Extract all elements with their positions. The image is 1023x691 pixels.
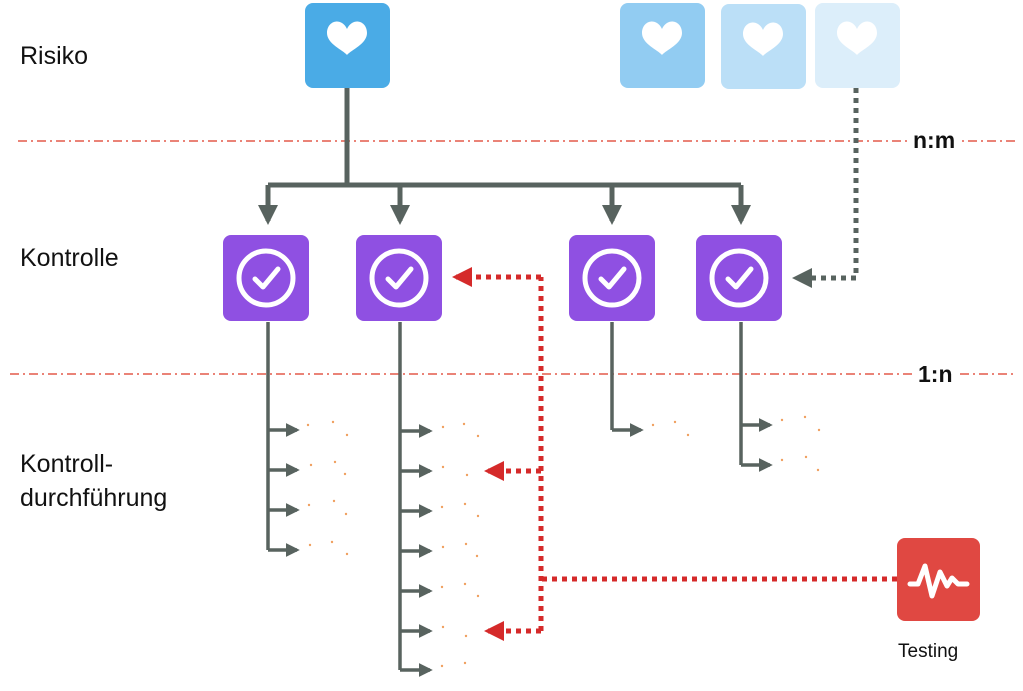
connector-faded-risk-control xyxy=(792,88,859,288)
risk-control-connectors xyxy=(258,88,751,225)
testing-connectors xyxy=(452,267,897,641)
risk-box-faded xyxy=(721,4,806,89)
execution-level-label-line1: Kontroll- xyxy=(20,450,114,478)
control-box xyxy=(696,235,782,321)
relation-control-execution-label: 1:n xyxy=(914,361,957,388)
relation-risk-control-label: n:m xyxy=(909,127,960,154)
risk-box xyxy=(305,3,390,88)
divider-lines xyxy=(10,140,1015,375)
control-box xyxy=(356,235,442,321)
control-execution-connectors xyxy=(266,322,773,677)
risk-box-faded xyxy=(620,3,705,88)
risk-level-label: Risiko xyxy=(20,42,89,70)
activity-pulse-icon xyxy=(907,563,970,599)
control-level-label: Kontrolle xyxy=(20,244,119,272)
execution-records xyxy=(306,415,821,668)
testing-label: Testing xyxy=(898,641,959,662)
risk-box-faded xyxy=(815,3,900,88)
control-box xyxy=(223,235,309,321)
execution-level-label-line2: durchführung xyxy=(20,484,168,512)
control-box xyxy=(569,235,655,321)
testing-box xyxy=(897,538,980,621)
